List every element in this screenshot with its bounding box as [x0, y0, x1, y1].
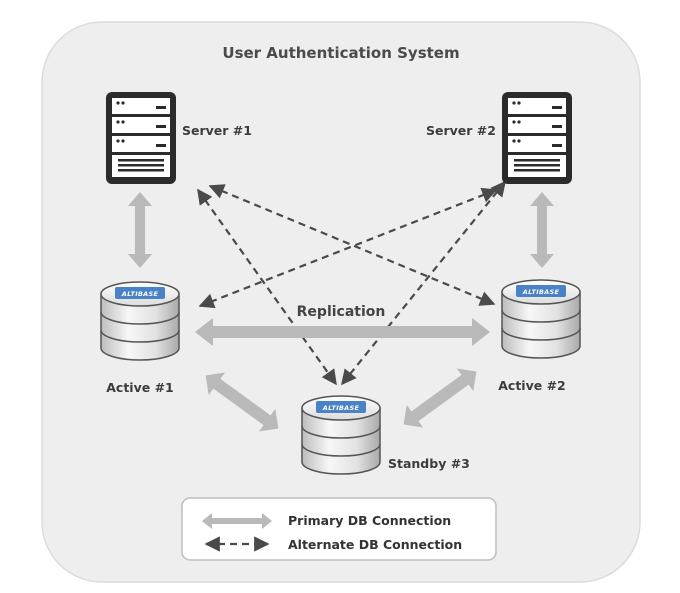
primary-connections: [128, 192, 554, 432]
server-2-label: Server #2: [426, 123, 496, 138]
alternate-connections: [197, 180, 506, 386]
db-badge: ALTIBASE: [522, 288, 560, 296]
legend-solid-arrow-icon: [202, 513, 272, 529]
dashed-server2-standby3: [341, 180, 506, 386]
server-icon: [106, 92, 176, 184]
server-icon: [502, 92, 572, 184]
arrow-replication: [195, 318, 490, 346]
legend-alternate-label: Alternate DB Connection: [288, 537, 462, 552]
arrow-server2-active2: [530, 192, 554, 268]
active-1-db: ALTIBASE: [100, 281, 180, 361]
active-1-label: Active #1: [106, 380, 174, 395]
server-1: [106, 92, 176, 184]
diagram-title: User Authentication System: [222, 44, 459, 62]
dashed-server1-standby3: [197, 188, 337, 386]
legend-primary-label: Primary DB Connection: [288, 513, 451, 528]
db-badge: ALTIBASE: [322, 404, 360, 412]
server-1-label: Server #1: [182, 123, 252, 138]
active-2-label: Active #2: [498, 378, 566, 393]
standby-3-db: ALTIBASE: [301, 395, 381, 475]
replication-label: Replication: [297, 304, 386, 320]
active-2-db: ALTIBASE: [501, 279, 581, 359]
legend: Primary DB Connection Alternate DB Conne…: [181, 497, 497, 561]
server-2: [502, 92, 572, 184]
arrow-active1-standby3: [205, 372, 279, 432]
arrow-server1-active1: [128, 192, 152, 268]
standby-3-label: Standby #3: [388, 456, 470, 471]
arrow-active2-standby3: [403, 368, 477, 428]
db-badge: ALTIBASE: [121, 290, 159, 298]
